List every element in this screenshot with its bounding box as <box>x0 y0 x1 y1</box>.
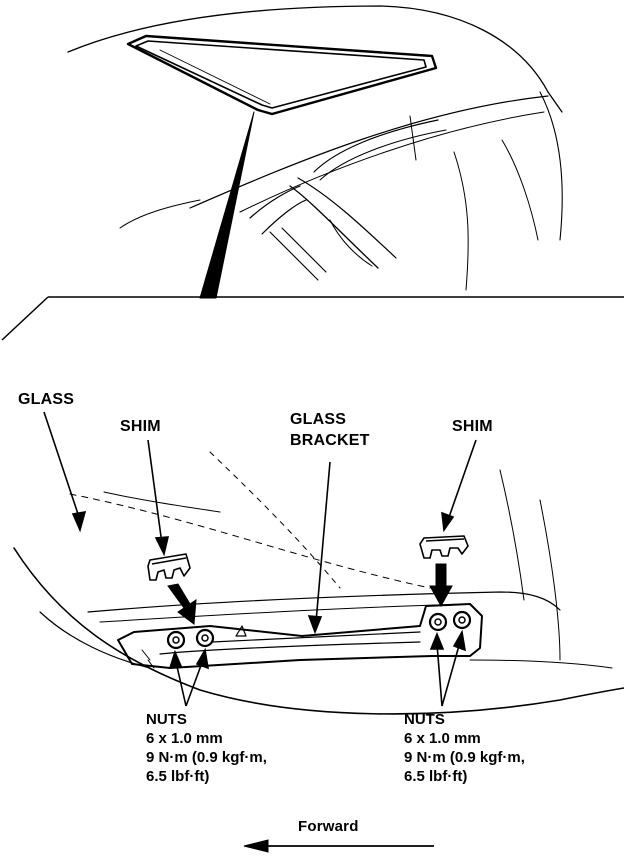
glass-edge <box>87 591 561 613</box>
leader-lines <box>43 411 477 707</box>
shim-left-label: SHIM <box>120 418 161 435</box>
nuts-right-size: 6 x 1.0 mm <box>404 730 481 747</box>
nuts-right-title: NUTS <box>404 711 445 728</box>
shim-left <box>147 553 191 581</box>
nut-right-1 <box>428 612 448 632</box>
glass-bracket-label-line1: GLASS <box>290 411 347 428</box>
nut-left-2 <box>195 628 215 648</box>
install-arrows <box>167 563 453 625</box>
forward-arrow <box>243 839 434 853</box>
roof-outline <box>67 5 563 113</box>
nuts-right-torque-imperial: 6.5 lbf·ft) <box>404 768 468 785</box>
nuts-left-size: 6 x 1.0 mm <box>146 730 223 747</box>
nut-left-1 <box>166 630 186 650</box>
sunroof-glass-frame <box>126 34 438 116</box>
sunroof-glass-inner <box>135 40 427 109</box>
side-window-line <box>249 185 301 219</box>
shim-right <box>419 535 469 559</box>
a-pillar <box>289 185 379 269</box>
shim-right-label: SHIM <box>452 418 493 435</box>
nuts-left-spec: NUTS 6 x 1.0 mm 9 N·m (0.9 kgf·m, 6.5 lb… <box>146 710 267 786</box>
glass-bracket-label: GLASS BRACKET <box>290 409 370 451</box>
forward-label: Forward <box>298 818 359 835</box>
nuts-right-torque: 9 N·m (0.9 kgf·m, <box>404 749 525 766</box>
nut-right-2 <box>452 610 472 630</box>
bracket-mark <box>235 625 247 637</box>
glass-label: GLASS <box>18 391 75 408</box>
detail-view-border <box>1 296 624 341</box>
nuts-right-spec: NUTS 6 x 1.0 mm 9 N·m (0.9 kgf·m, 6.5 lb… <box>404 710 525 786</box>
detail-callout-pointer <box>199 111 255 299</box>
detail-view <box>13 451 624 715</box>
glass-bracket-label-line2: BRACKET <box>290 432 370 449</box>
nuts-left-title: NUTS <box>146 711 187 728</box>
roof-panel-outer <box>13 547 624 715</box>
windshield-top <box>239 111 545 213</box>
nuts-left-torque: 9 N·m (0.9 kgf·m, <box>146 749 267 766</box>
nuts-left-torque-imperial: 6.5 lbf·ft) <box>146 768 210 785</box>
roof-overview <box>67 5 563 299</box>
